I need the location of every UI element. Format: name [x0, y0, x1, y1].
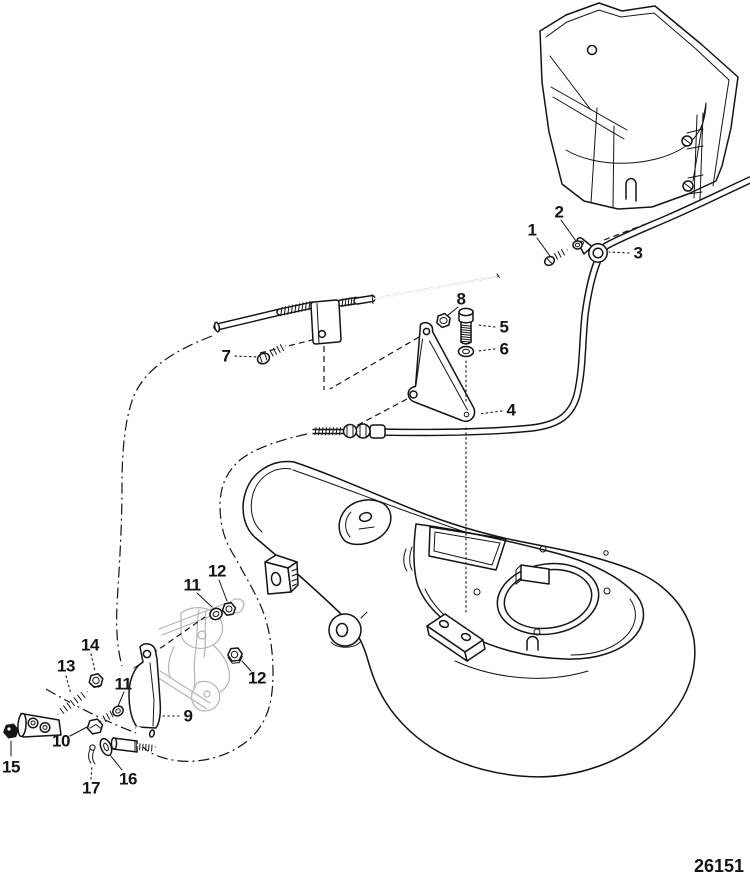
bolt-5-art	[458, 307, 474, 345]
callout-12-lower: 12	[248, 668, 266, 688]
callout-8: 8	[456, 289, 466, 309]
callout-12-upper: 12	[208, 561, 226, 581]
callout-11-upper: 11	[183, 575, 201, 595]
callout-16: 16	[119, 769, 137, 789]
callout-11-lower: 11	[114, 674, 132, 694]
callout-17: 17	[82, 778, 100, 798]
clamp-block-screw-art	[256, 344, 286, 365]
callout-15: 15	[2, 757, 20, 777]
shift-bracket-art	[128, 643, 162, 738]
callout-3: 3	[633, 243, 643, 263]
washer-6-art	[457, 345, 475, 358]
callout-1: 1	[527, 220, 537, 240]
clamp-screw-art	[543, 249, 568, 267]
construction-lines	[45, 205, 694, 762]
lower-shift-cable-art	[312, 176, 750, 439]
drawing-number: 26151	[693, 856, 744, 876]
upper-cable-art	[213, 273, 500, 365]
clamp-washer-art	[572, 240, 583, 250]
callout-2: 2	[554, 202, 564, 222]
leader-lines	[10, 219, 630, 780]
callout-9: 9	[183, 706, 193, 726]
cable-ferrule	[369, 424, 386, 439]
gear-housing-art	[242, 460, 696, 778]
callout-5: 5	[499, 317, 509, 337]
cable-retainer-bucket-art	[539, 2, 739, 210]
hardware-art	[3, 602, 243, 765]
nut-8-art	[436, 312, 451, 329]
callout-6: 6	[499, 339, 509, 359]
anchor-bracket-art	[407, 307, 476, 423]
cable-clamp-art	[576, 237, 608, 263]
callout-13: 13	[57, 656, 75, 676]
callout-10: 10	[52, 731, 70, 751]
callout-7: 7	[221, 346, 231, 366]
callout-14: 14	[81, 635, 99, 655]
callout-4: 4	[506, 400, 516, 420]
ghost-linkage-art	[156, 598, 245, 712]
